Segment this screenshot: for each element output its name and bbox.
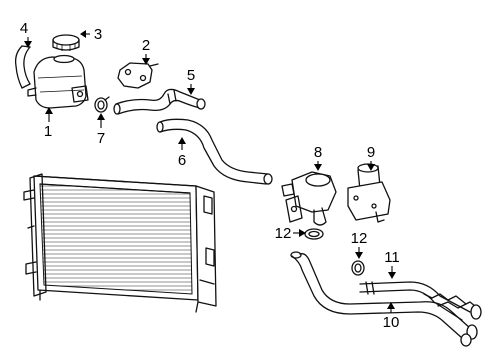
callout-11-label: 11 [384,249,400,266]
hose-clamp-part [94,96,110,113]
callout-9-label: 9 [367,144,375,161]
reservoir-cap-part [52,34,80,51]
callout-2-label: 2 [142,37,150,54]
callout-2: 2 [142,37,150,65]
callout-5: 5 [187,67,195,95]
callout-11: 11 [384,249,400,279]
callout-10: 10 [383,302,400,331]
callout-8-label: 8 [314,144,322,161]
clamp-left-part [304,228,324,240]
radiator-part [23,173,217,313]
callout-8: 8 [314,144,322,171]
overflow-hose-part [14,45,31,89]
callout-5-label: 5 [187,67,195,84]
callout-12-right-label: 12 [351,230,368,247]
upper-hose-part [113,88,206,115]
callout-1: 1 [44,107,53,140]
lower-hose-assembly-part [290,251,482,347]
callout-10-label: 10 [383,314,400,331]
callout-6: 6 [178,137,186,169]
callout-6-label: 6 [178,152,186,169]
long-hose-part [156,118,273,185]
callout-3-label: 3 [94,26,102,43]
control-valve-part [347,163,391,223]
callout-1-label: 1 [44,123,52,140]
callout-9: 9 [367,144,375,171]
callout-12-left-label: 12 [275,225,292,242]
callout-3: 3 [80,26,102,43]
callout-4: 4 [20,20,32,48]
callout-12-right: 12 [351,230,368,259]
clamp-right-part [351,260,365,276]
coolant-reservoir-part [27,54,89,109]
callout-7: 7 [97,113,105,147]
callout-7-label: 7 [97,130,105,147]
callout-4-label: 4 [20,20,28,37]
callout-12-left: 12 [275,225,306,242]
auxiliary-pump-part [281,171,337,226]
mounting-bracket-part [117,62,159,89]
